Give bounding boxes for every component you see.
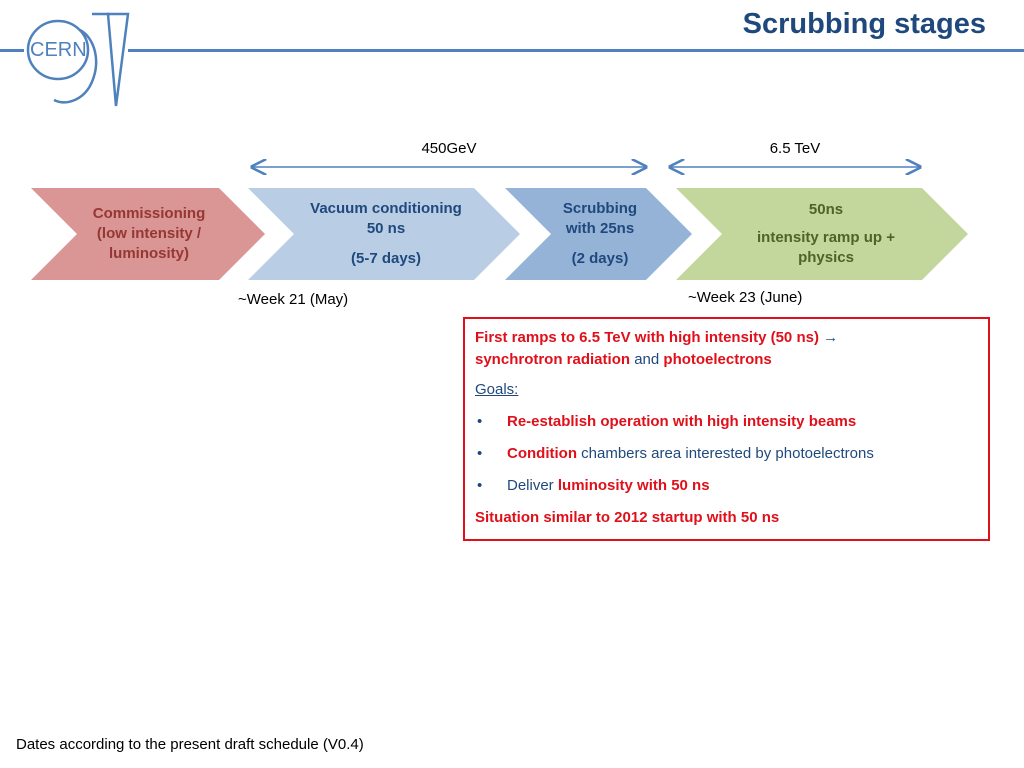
stage-50ns-physics: 50ns intensity ramp up + physics [716,188,936,280]
range-label-450gev: 450GeV [421,140,477,157]
footer-note: Dates according to the present draft sch… [16,736,364,753]
bullet-icon: • [477,445,483,462]
goals-label: Goals: [475,381,519,398]
bullet-icon: • [477,413,483,430]
stage-physics-line3: physics [798,249,854,266]
intro-and: and [630,351,664,368]
week-label-21: ~Week 21 (May) [238,291,349,308]
goals-box: First ramps to 6.5 TeV with high intensi… [463,317,990,541]
goal-bullet-3: • Deliver luminosity with 50 ns [475,475,978,497]
stage-vacuum-line1: Vacuum conditioning [310,200,462,217]
intro-photoelectrons: photoelectrons [663,351,772,368]
stage-chevron-vacuum [248,188,520,280]
intro-first-ramps: First ramps to 6.5 TeV with high intensi… [475,329,819,346]
bullet-icon: • [477,477,483,494]
stage-commissioning-line1: Commissioning [92,205,206,222]
slide-title: Scrubbing stages [742,8,986,40]
stage-vacuum-conditioning: Vacuum conditioning 50 ns (5-7 days) [290,188,482,280]
goals-intro: First ramps to 6.5 TeV with high intensi… [475,327,978,371]
stage-commissioning-line3: luminosity) [108,245,189,262]
goal-bullet-2: • Condition chambers area interested by … [475,443,978,465]
stage-scrubbing-line2: with 25ns [565,220,635,237]
logo-text: CERN [30,39,87,61]
stage-vacuum-line2: 50 ns [366,220,406,237]
stage-vacuum-detail: (5-7 days) [350,250,422,267]
stage-chevron-physics [676,188,968,280]
goal-bullet-3-emph: luminosity with 50 ns [557,477,710,494]
range-label-6-5tev: 6.5 TeV [769,140,821,157]
stage-scrubbing-detail: (2 days) [571,250,629,267]
stage-chevron-scrubbing [505,188,692,280]
stage-physics-line1: 50ns [808,201,844,218]
goal-bullet-1: • Re-establish operation with high inten… [475,411,978,433]
stage-scrubbing: Scrubbing with 25ns (2 days) [540,188,660,280]
stage-physics-line2: intensity ramp up + [757,229,895,246]
header-rule-left [0,49,24,52]
goal-bullet-2-emph: Condition [507,445,577,462]
stage-commissioning-line2: (low intensity / [96,225,202,242]
goal-bullet-3-text: Deliver [507,477,558,494]
goal-bullet-2-text: chambers area interested by photoelectro… [576,445,874,462]
goal-bullet-1-text: Re-establish operation with high intensi… [507,413,857,430]
week-label-23: ~Week 23 (June) [688,289,803,306]
header-rule-right [128,49,1024,52]
cern-logo: CERN [26,12,130,107]
stage-commissioning: Commissioning (low intensity / luminosit… [70,188,228,280]
stage-scrubbing-line1: Scrubbing [562,200,638,217]
intro-synchrotron: synchrotron radiation [475,351,631,368]
goals-summary: Situation similar to 2012 startup with 5… [475,509,780,526]
right-arrow-icon: → [823,329,839,346]
stage-chevron-commissioning [31,188,265,280]
